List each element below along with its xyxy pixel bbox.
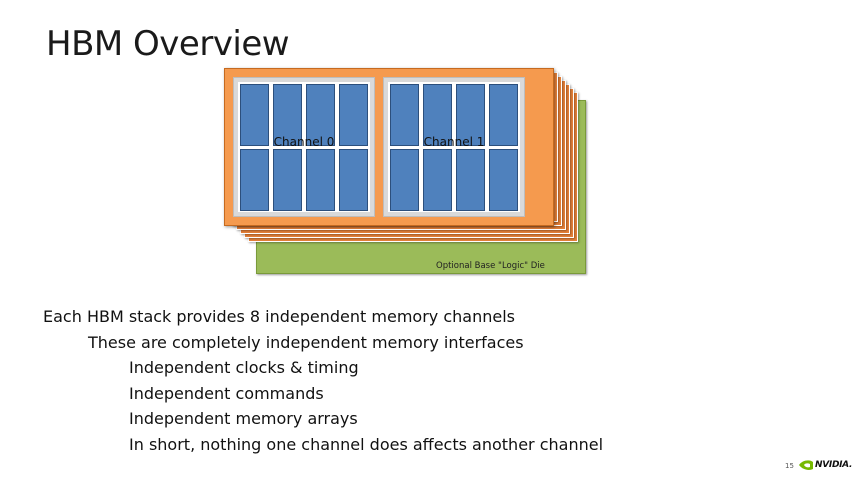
channel-label: Channel 1 — [423, 135, 485, 149]
memory-bank — [456, 84, 485, 146]
bullet-item: In short, nothing one channel does affec… — [129, 434, 604, 454]
memory-bank — [456, 149, 485, 211]
memory-bank — [240, 84, 269, 146]
base-die-label: Optional Base "Logic" Die — [436, 261, 545, 271]
bullet-item: Each HBM stack provides 8 independent me… — [43, 307, 515, 326]
page-number: 15 — [785, 462, 794, 470]
memory-bank — [306, 149, 335, 211]
slide-title: HBM Overview — [46, 24, 290, 64]
memory-bank — [390, 149, 419, 211]
bullet-item: Independent memory arrays — [129, 409, 358, 429]
hbm-stack-diagram: Channel 0 Channel 1 Optional Base "Logic… — [224, 68, 586, 274]
bullet-list: Each HBM stack provides 8 independent me… — [43, 304, 603, 458]
memory-bank — [240, 149, 269, 211]
memory-bank — [273, 84, 302, 146]
memory-bank — [423, 149, 452, 211]
nvidia-eye-icon — [799, 460, 813, 470]
memory-bank — [339, 149, 368, 211]
channel-block: Channel 1 — [383, 77, 525, 217]
top-dram-die: Channel 0 Channel 1 — [224, 68, 554, 226]
memory-bank — [489, 149, 518, 211]
memory-bank — [306, 84, 335, 146]
nvidia-logo: NVIDIA. — [798, 457, 852, 475]
memory-bank — [273, 149, 302, 211]
bullet-item: These are completely independent memory … — [88, 332, 524, 352]
memory-bank — [423, 84, 452, 146]
channel-block: Channel 0 — [233, 77, 375, 217]
memory-bank — [390, 84, 419, 146]
memory-bank — [489, 84, 518, 146]
logo-text: NVIDIA. — [815, 460, 853, 470]
bullet-item: Independent clocks & timing — [129, 358, 359, 378]
channel-label: Channel 0 — [273, 135, 335, 149]
bullet-item: Independent commands — [129, 383, 324, 403]
memory-bank — [339, 84, 368, 146]
